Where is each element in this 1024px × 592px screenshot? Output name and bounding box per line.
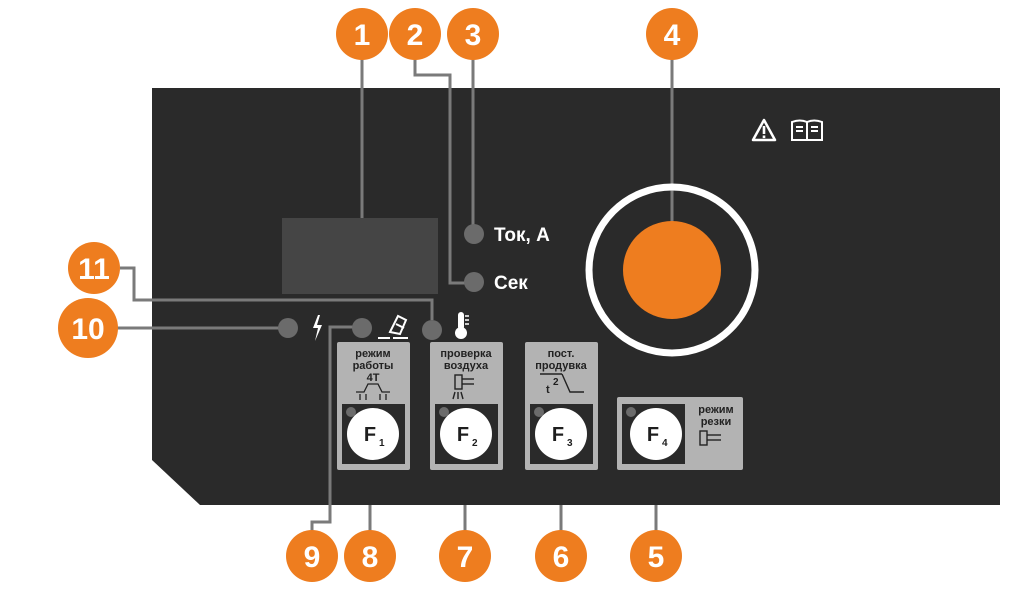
f1-key-label: F xyxy=(364,424,376,446)
callout-10: 10 xyxy=(58,298,118,358)
f4-led xyxy=(626,407,636,417)
callout-8: 8 xyxy=(344,530,396,582)
f3-key-sub: 3 xyxy=(567,438,573,449)
svg-text:3: 3 xyxy=(465,19,482,52)
knob-ring xyxy=(585,183,759,357)
callouts: 1 2 3 4 5 6 7 8 9 10 11 xyxy=(58,8,698,582)
f1-led xyxy=(346,407,356,417)
f3-led xyxy=(534,407,544,417)
svg-text:продувка: продувка xyxy=(535,360,587,372)
f4-button[interactable] xyxy=(630,408,682,460)
f4-key-sub: 4 xyxy=(662,438,668,449)
svg-text:7: 7 xyxy=(457,541,474,574)
f4-block: F 4 режим резки xyxy=(617,397,743,470)
overheat-indicator-led xyxy=(422,320,442,340)
svg-text:6: 6 xyxy=(553,541,570,574)
svg-text:режим: режим xyxy=(698,404,733,416)
gas-indicator-led xyxy=(352,318,372,338)
svg-text:пост.: пост. xyxy=(548,348,575,360)
svg-text:4T: 4T xyxy=(367,372,380,384)
post-flow-t: t xyxy=(546,384,550,396)
f1-key-sub: 1 xyxy=(379,438,385,449)
thermometer-icon xyxy=(455,312,469,339)
svg-text:4: 4 xyxy=(664,19,681,52)
callout-7: 7 xyxy=(439,530,491,582)
f4-key-label: F xyxy=(647,424,659,446)
callout-3: 3 xyxy=(447,8,499,60)
svg-text:9: 9 xyxy=(304,541,321,574)
torch-tip-icon xyxy=(378,314,408,339)
f1-block: режим работы 4T F 1 xyxy=(337,342,410,470)
svg-text:2: 2 xyxy=(407,19,424,52)
digital-display xyxy=(282,218,438,294)
seconds-indicator-led xyxy=(464,272,484,292)
callout-5: 5 xyxy=(630,530,682,582)
svg-text:5: 5 xyxy=(648,541,665,574)
callout-2: 2 xyxy=(389,8,441,60)
f2-key-sub: 2 xyxy=(472,438,478,449)
f2-button[interactable] xyxy=(440,408,492,460)
callout-6: 6 xyxy=(535,530,587,582)
svg-text:проверка: проверка xyxy=(440,348,492,360)
svg-text:10: 10 xyxy=(71,313,104,346)
svg-text:режим: режим xyxy=(355,348,390,360)
callout-1: 1 xyxy=(336,8,388,60)
f3-block: пост. продувка t 2 F 3 xyxy=(525,342,598,470)
current-indicator-led xyxy=(464,224,484,244)
four-stroke-mode-icon xyxy=(356,383,390,400)
callout-9: 9 xyxy=(286,530,338,582)
svg-text:воздуха: воздуха xyxy=(444,360,489,372)
cutting-torch-icon xyxy=(699,430,721,446)
lightning-icon xyxy=(313,315,322,341)
current-label: Ток, А xyxy=(494,225,550,246)
manual-book-icon xyxy=(791,119,823,141)
f2-led xyxy=(439,407,449,417)
svg-text:резки: резки xyxy=(701,416,732,428)
post-flow-icon xyxy=(540,373,584,393)
f2-block: проверка воздуха F 2 xyxy=(430,342,503,470)
adjustment-knob[interactable] xyxy=(623,221,721,319)
svg-text:8: 8 xyxy=(362,541,379,574)
error-indicator-led xyxy=(278,318,298,338)
seconds-label: Сек xyxy=(494,273,528,294)
f3-button[interactable] xyxy=(535,408,587,460)
callout-4: 4 xyxy=(646,8,698,60)
post-flow-t-sup: 2 xyxy=(553,377,559,388)
warning-icon xyxy=(751,118,777,142)
svg-text:11: 11 xyxy=(78,253,110,286)
svg-text:1: 1 xyxy=(354,19,371,52)
f1-button[interactable] xyxy=(347,408,399,460)
f3-key-label: F xyxy=(552,424,564,446)
svg-text:работы: работы xyxy=(353,360,394,372)
callout-11: 11 xyxy=(68,242,120,294)
air-check-torch-icon xyxy=(452,374,474,400)
f2-key-label: F xyxy=(457,424,469,446)
